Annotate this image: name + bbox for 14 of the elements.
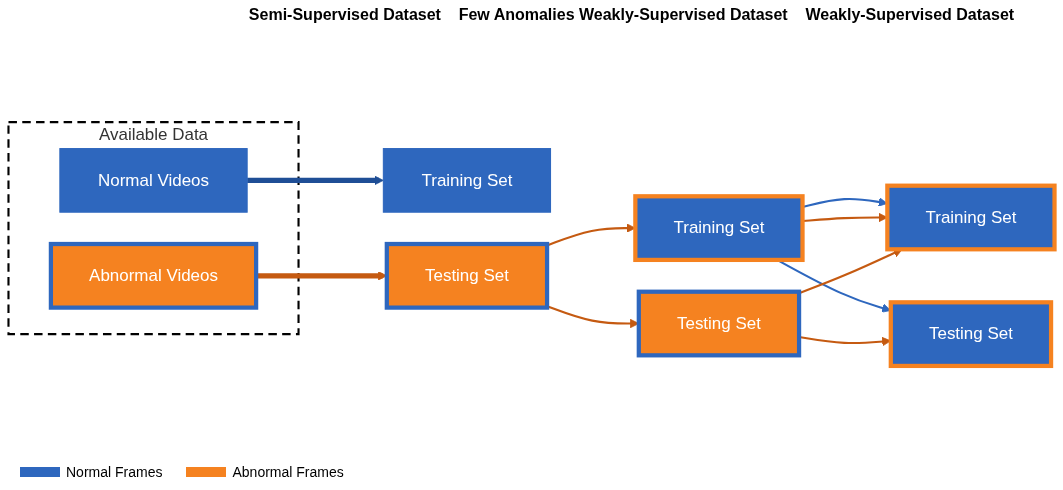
column-heading: Few Anomalies Weakly-Supervised Dataset — [458, 6, 788, 25]
column-heading: Semi-Supervised Dataset — [248, 6, 441, 25]
node-box: Training Set — [382, 148, 552, 213]
node-box: Testing Set — [888, 300, 1054, 369]
node-box: Testing Set — [636, 289, 802, 358]
node-box: Abnormal Videos — [48, 241, 259, 310]
column-heading: Weakly-Supervised Dataset — [805, 6, 1015, 25]
legend-label: Abnormal Frames — [232, 464, 344, 480]
node-box: Training Set — [885, 183, 1057, 252]
node-box: Testing Set — [384, 241, 550, 310]
node-box: Normal Videos — [59, 148, 248, 213]
legend-label: Normal Frames — [66, 464, 163, 480]
arrow — [247, 175, 384, 186]
node-box: Training Set — [633, 194, 805, 262]
